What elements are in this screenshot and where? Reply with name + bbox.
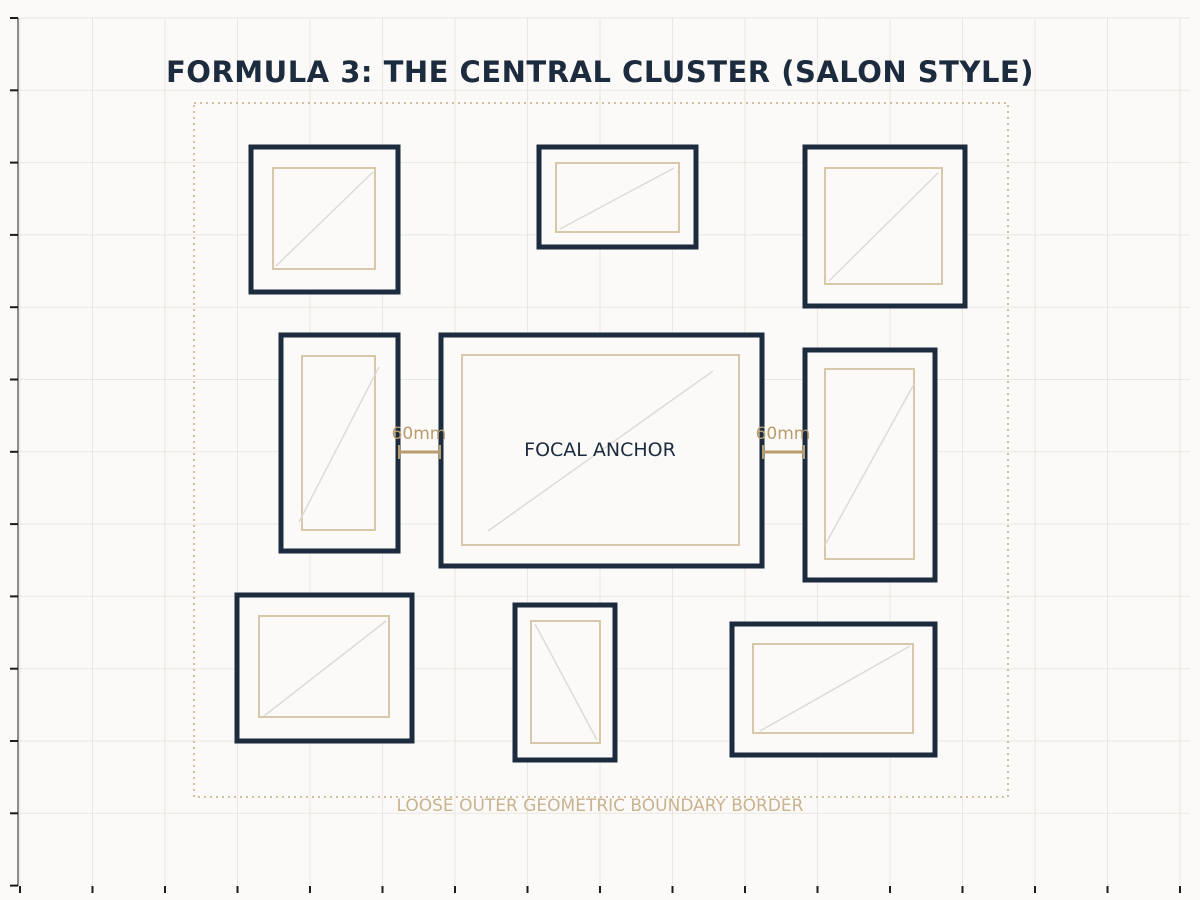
frame-bottom-left	[234, 592, 415, 744]
boundary-label: LOOSE OUTER GEOMETRIC BOUNDARY BORDER	[397, 796, 804, 816]
outer-boundary-border	[193, 102, 1009, 798]
frame-middle-left-mat	[301, 355, 376, 531]
frame-top-center-placeholder-diagonal	[559, 167, 675, 230]
frame-bottom-left-mat	[258, 615, 390, 718]
frame-top-center	[536, 144, 699, 250]
frame-middle-right	[802, 347, 938, 583]
frame-middle-left-placeholder-diagonal	[298, 366, 380, 523]
spacing-dimension-left: 60mm	[392, 424, 447, 459]
frame-middle-right-placeholder-diagonal	[824, 383, 915, 546]
frame-top-left-placeholder-diagonal	[275, 171, 374, 267]
frame-middle-right-mat	[824, 368, 915, 560]
frame-top-center-mat	[555, 162, 680, 233]
frame-bottom-center-mat	[530, 620, 601, 744]
frame-focal-anchor-placeholder-diagonal	[487, 370, 714, 532]
gap-label-left: 60mm	[392, 424, 447, 444]
frame-focal-anchor	[438, 332, 765, 569]
frame-top-left-mat	[272, 167, 376, 270]
frame-top-right-mat	[824, 167, 943, 285]
frame-bottom-center-placeholder-diagonal	[534, 623, 598, 741]
frame-top-right-placeholder-diagonal	[828, 172, 939, 282]
focal-anchor-label: FOCAL ANCHOR	[524, 439, 676, 461]
frame-bottom-right-placeholder-diagonal	[759, 645, 911, 732]
frame-group	[234, 144, 968, 763]
axis-ticks	[10, 17, 1181, 893]
frame-bottom-left-placeholder-diagonal	[263, 620, 387, 717]
frame-focal-anchor-mat	[461, 354, 740, 546]
gap-label-right: 60mm	[756, 424, 811, 444]
diagram-title: FORMULA 3: THE CENTRAL CLUSTER (SALON ST…	[166, 55, 1034, 89]
frame-bottom-right-mat	[752, 643, 914, 734]
frame-top-left	[248, 144, 401, 295]
frame-bottom-center	[512, 602, 618, 763]
frame-bottom-right	[729, 621, 938, 758]
frame-top-right	[802, 144, 968, 309]
spacing-dimension-right: 60mm	[756, 424, 811, 459]
frame-middle-left	[278, 332, 401, 554]
